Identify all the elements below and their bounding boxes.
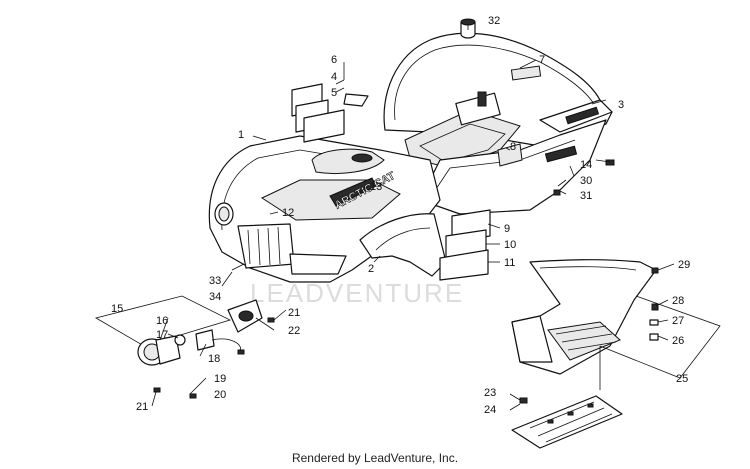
- callout-5: 5: [331, 87, 337, 99]
- callout-25: 25: [676, 373, 688, 385]
- callout-3: 3: [618, 99, 624, 111]
- callout-17: 17: [156, 329, 168, 341]
- callout-10: 10: [504, 239, 516, 251]
- callout-14: 14: [580, 159, 592, 171]
- headlight-assembly: [94, 295, 263, 366]
- callout-32: 32: [488, 15, 500, 27]
- watermark: LEADVENTURE: [250, 278, 464, 308]
- callout-23: 23: [484, 387, 496, 399]
- callout-29: 29: [678, 259, 690, 271]
- callout-6: 6: [331, 54, 337, 66]
- callout-13: 13: [370, 181, 382, 193]
- callout-1: 1: [238, 129, 244, 141]
- callout-12: 12: [282, 207, 294, 219]
- callout-labels: 1 2 3 4 5 6 7 8 9 10 11 12 13 14 15 16 1…: [111, 15, 690, 416]
- callout-21-lower: 21: [136, 401, 148, 413]
- front-body-panel: ARCTIC CAT: [208, 135, 447, 283]
- callout-28: 28: [672, 295, 684, 307]
- callout-26: 26: [672, 335, 684, 347]
- callout-7: 7: [539, 54, 545, 66]
- leader-lines: [151, 24, 721, 411]
- decal-set-upper: [291, 83, 369, 143]
- callout-11: 11: [504, 257, 515, 269]
- callout-2: 2: [368, 263, 374, 275]
- footwell-assembly: [511, 259, 657, 375]
- callout-20: 20: [214, 389, 226, 401]
- callout-34: 34: [209, 291, 221, 303]
- callout-30: 30: [580, 175, 592, 187]
- skid-plate: [511, 395, 623, 449]
- decal-set-lower: [439, 209, 491, 281]
- callout-16: 16: [156, 315, 168, 327]
- callout-24: 24: [484, 404, 496, 416]
- callout-19: 19: [214, 373, 226, 385]
- side-panel: [419, 119, 607, 215]
- callout-27: 27: [672, 315, 684, 327]
- fasteners: [153, 159, 659, 404]
- callout-31: 31: [580, 190, 592, 202]
- callout-4: 4: [331, 71, 337, 83]
- callout-8: 8: [510, 141, 516, 153]
- callout-18: 18: [208, 353, 220, 365]
- callout-33: 33: [209, 275, 221, 287]
- callout-22: 22: [288, 325, 300, 337]
- callout-9: 9: [504, 223, 510, 235]
- footer-credit: Rendered by LeadVenture, Inc.: [291, 451, 459, 465]
- callout-15: 15: [111, 303, 123, 315]
- rear-body-panel: [383, 32, 613, 147]
- callout-21-upper: 21: [288, 307, 300, 319]
